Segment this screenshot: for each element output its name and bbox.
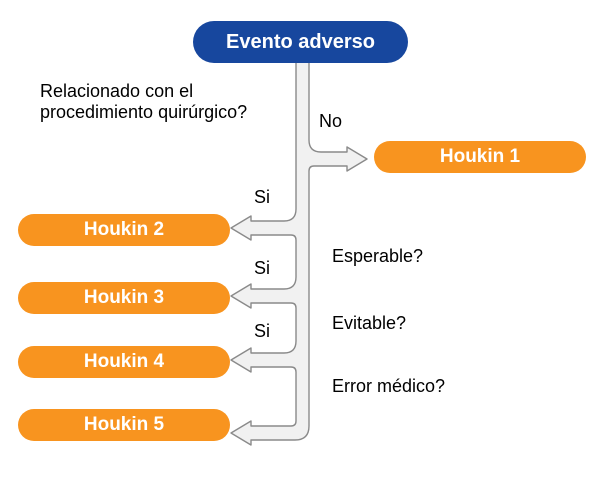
question-related-procedure-line2: procedimiento quirúrgico? <box>40 102 248 122</box>
question-related-procedure-line1: Relacionado con el <box>40 81 194 101</box>
question-related-procedure: Relacionado con el procedimiento quirúrg… <box>40 81 247 123</box>
flow-pipe <box>230 54 368 446</box>
node-houkin-2-label: Houkin 2 <box>83 219 165 240</box>
node-houkin-5-label: Houkin 5 <box>83 414 165 435</box>
node-houkin-2: Houkin 2 <box>18 214 230 246</box>
node-evento-adverso: Evento adverso <box>193 21 408 63</box>
label-no: No <box>319 111 343 131</box>
question-evitable: Evitable? <box>332 313 407 333</box>
node-evento-adverso-label: Evento adverso <box>226 30 375 53</box>
label-si-3: Si <box>254 321 271 341</box>
node-houkin-5: Houkin 5 <box>18 409 230 441</box>
node-houkin-4: Houkin 4 <box>18 346 230 378</box>
node-houkin-3: Houkin 3 <box>18 282 230 314</box>
question-error-medico: Error médico? <box>332 376 446 396</box>
label-si-1: Si <box>254 187 271 207</box>
question-esperable: Esperable? <box>332 246 424 266</box>
node-houkin-1: Houkin 1 <box>374 141 586 173</box>
node-houkin-4-label: Houkin 4 <box>83 351 165 372</box>
node-houkin-1-label: Houkin 1 <box>439 146 521 167</box>
label-si-2: Si <box>254 258 271 278</box>
node-houkin-3-label: Houkin 3 <box>83 287 165 308</box>
